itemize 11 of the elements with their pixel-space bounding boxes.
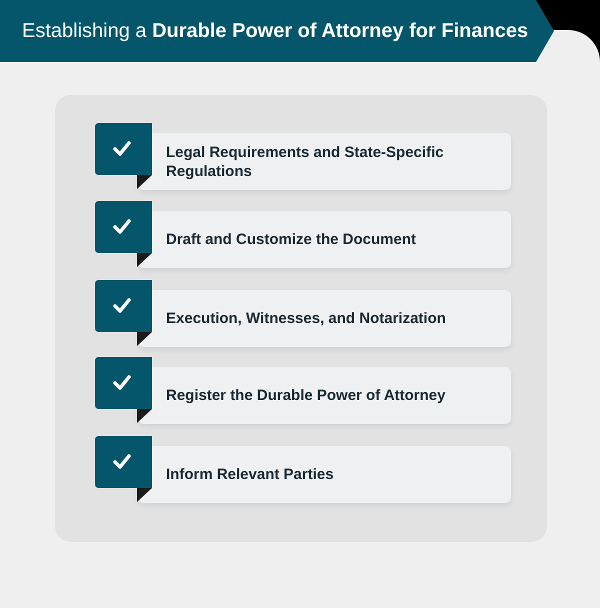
step-text: Legal Requirements and State-Specific Regulations xyxy=(166,142,445,180)
step-text: Execution, Witnesses, and Notarization xyxy=(166,309,447,328)
step-card xyxy=(138,446,511,503)
step-card xyxy=(138,211,511,268)
step-text: Register the Durable Power of Attorney xyxy=(166,386,446,405)
step-card xyxy=(138,367,511,424)
step-text: Inform Relevant Parties xyxy=(166,465,335,484)
step-card xyxy=(138,290,511,347)
step-card xyxy=(138,133,511,190)
step-text: Draft and Customize the Document xyxy=(166,230,418,249)
title: Establishing a Durable Power of Attorney for Finances xyxy=(22,19,528,44)
